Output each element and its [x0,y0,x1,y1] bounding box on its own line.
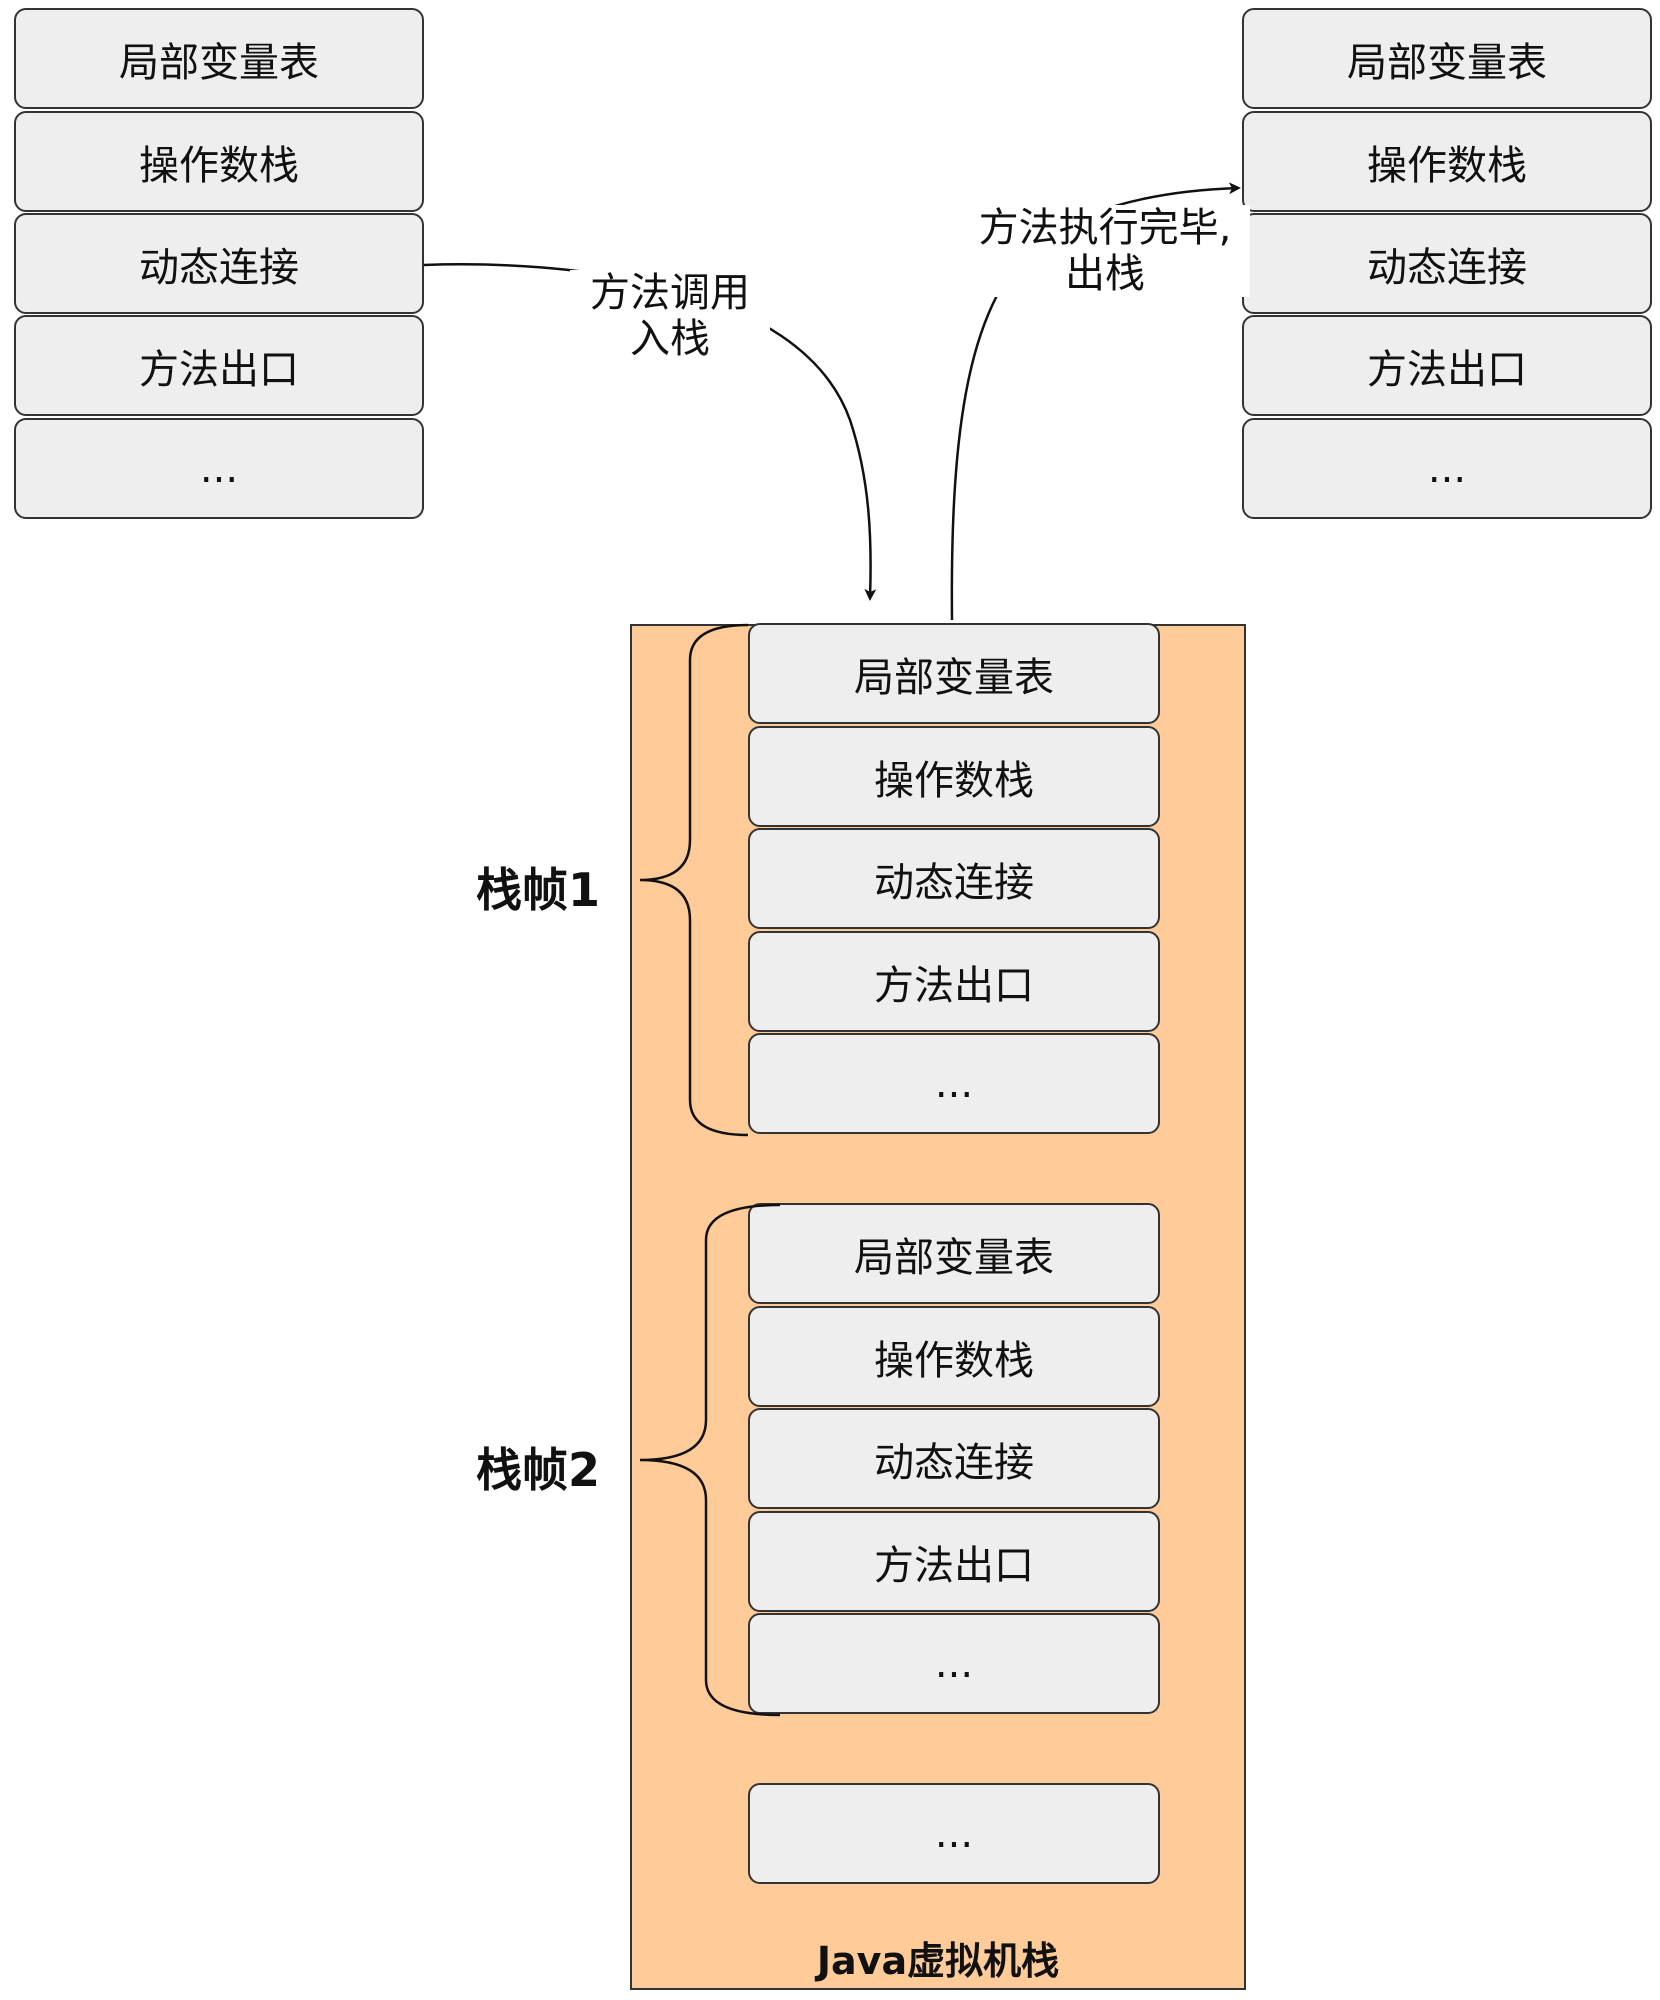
frame2-ellipsis-cell: ... [748,1613,1160,1714]
right-ellipsis-cell: ... [1242,418,1652,519]
right-dynamic-linking-cell: 动态连接 [1242,213,1652,314]
left-dynamic-linking-cell: 动态连接 [14,213,424,314]
jvm-stack-title: Java虚拟机栈 [816,1939,1060,1983]
push-arrow [423,263,877,601]
frame2-dynamic-linking-cell: 动态连接 [748,1408,1160,1509]
left-local-variables-cell: 局部变量表 [14,8,424,109]
frame1-local-variables-cell: 局部变量表 [748,623,1160,724]
frame1-label: 栈帧1 [476,863,601,917]
frame1-ellipsis-cell: ... [748,1033,1160,1134]
frame1-operand-stack-cell: 操作数栈 [748,726,1160,827]
push-label-line2: 入栈 [630,316,710,362]
stack-more-ellipsis-cell: ... [748,1783,1160,1884]
frame2-local-variables-cell: 局部变量表 [748,1203,1160,1304]
right-local-variables-cell: 局部变量表 [1242,8,1652,109]
push-arrow-label: 方法调用 入栈 [570,270,770,362]
right-operand-stack-cell: 操作数栈 [1242,111,1652,212]
frame1-brace [639,623,749,1137]
frame1-dynamic-linking-cell: 动态连接 [748,828,1160,929]
frame2-label: 栈帧2 [476,1443,601,1497]
frame1-method-exit-cell: 方法出口 [748,931,1160,1032]
frame2-brace [639,1203,781,1717]
pop-label-line1: 方法执行完毕, [978,205,1232,251]
left-ellipsis-cell: ... [14,418,424,519]
left-method-exit-cell: 方法出口 [14,315,424,416]
push-label-line1: 方法调用 [590,270,750,316]
pop-label-line2: 出栈 [1065,251,1145,297]
left-operand-stack-cell: 操作数栈 [14,111,424,212]
frame2-operand-stack-cell: 操作数栈 [748,1306,1160,1407]
frame2-method-exit-cell: 方法出口 [748,1511,1160,1612]
pop-arrow-label: 方法执行完毕, 出栈 [960,205,1250,297]
right-method-exit-cell: 方法出口 [1242,315,1652,416]
